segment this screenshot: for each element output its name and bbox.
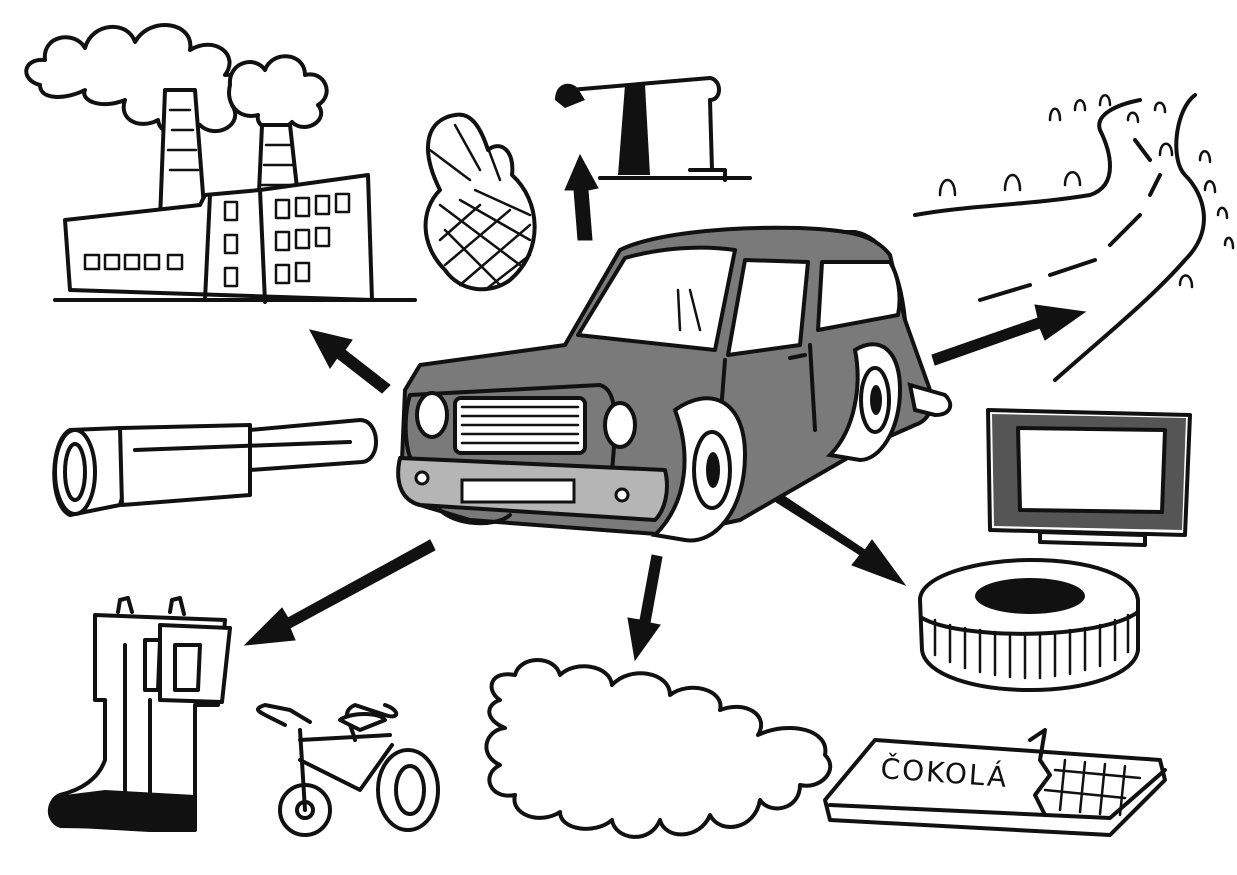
arrow-to-boots xyxy=(245,540,435,645)
tire-icon xyxy=(920,560,1138,690)
factory-icon xyxy=(26,25,415,302)
arrow-to-oil-pump xyxy=(565,155,598,240)
television-icon xyxy=(988,410,1190,545)
arrow-to-tire xyxy=(765,488,905,585)
rubber-boots-icon xyxy=(49,598,230,830)
chocolate-bar-icon: ČOKOLÁ xyxy=(825,730,1165,835)
flashlight-icon xyxy=(54,420,376,515)
exhaust-smoke-icon xyxy=(486,660,830,837)
arrow-to-road xyxy=(932,305,1085,365)
pineapple-icon xyxy=(426,115,535,290)
road-icon xyxy=(915,95,1233,380)
arrow-to-smoke xyxy=(628,555,662,660)
bicycle-icon xyxy=(258,705,438,835)
arrow-to-factory xyxy=(310,330,390,393)
